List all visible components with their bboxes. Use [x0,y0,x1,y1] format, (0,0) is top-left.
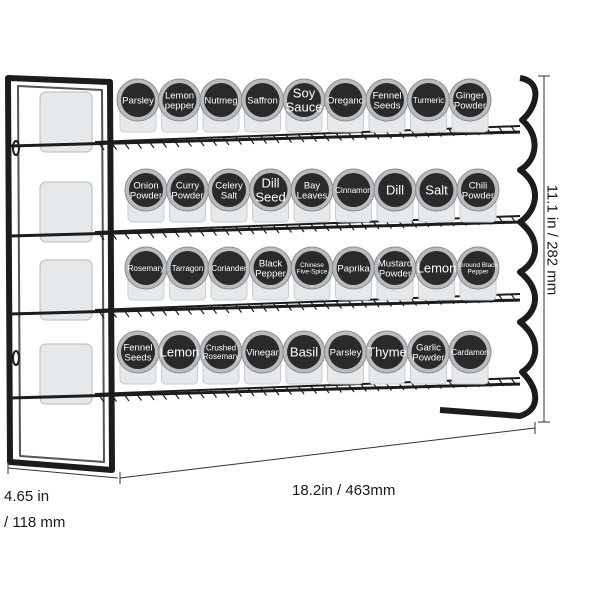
dimension-depth-label: 4.65 in [4,488,50,505]
spice-jar: Parsley [116,78,160,133]
jar-label: Basil [290,345,318,360]
spice-jar: Lemon [415,246,458,301]
jar-label: Vinegar [246,347,279,358]
side-jar-glass [39,181,93,243]
dimension-lines [7,75,550,484]
shelf-row-4 [9,377,521,403]
jar-label: Paprika [337,263,370,274]
spice-jar: Salt [415,168,458,223]
jar-label: Saffron [247,95,277,106]
spice-jar: Basil [282,330,326,385]
jar-label: Lemon [160,345,200,360]
spice-jar: Oregano [324,78,367,133]
dimension-width-label: 18.2in / 463mm [292,482,396,499]
spice-jar: Vinegar [241,330,284,385]
spice-jar: Cardamon [448,330,492,385]
jar-label: Rosemary [128,264,164,273]
jar-label: Cardamon [451,348,488,357]
rack-frame [5,75,539,473]
spice-jar: Tarragon [166,246,209,301]
spice-jar: Saffron [241,78,284,133]
spice-jar: Cinnamon [332,168,375,223]
jar-label: Oregano [327,95,364,106]
spice-jar: Coriander [207,246,251,301]
spice-jar: Rosemary [124,246,168,301]
jar-label: Dill [386,183,404,198]
side-jar-glass [39,343,93,405]
dimension-depth-metric-label: / 118 mm [4,514,66,531]
spice-jar: Lemon [158,330,201,385]
spice-jar: Nutmeg [199,78,243,133]
side-jar-glass [39,259,93,321]
jar-label: Nutmeg [204,95,237,106]
jar-label: Cinnamon [335,186,371,195]
spice-jar: Turmeric [407,78,450,133]
mounting-holes [12,140,20,366]
spice-jar: Parsley [324,330,367,385]
jar-label: Thyme [367,345,407,360]
spice-jar: Dill [373,168,417,223]
jar-label: Tarragon [172,264,204,273]
jar-label: Parsley [330,347,362,358]
spice-jar: Thyme [365,330,409,385]
spice-jar: Paprika [332,246,375,301]
jar-label: Salt [425,183,448,198]
jar-label: Turmeric [413,96,444,105]
side-jar-glass [39,91,93,153]
jar-label: Lemon [417,261,457,276]
jar-label: Parsley [122,95,154,106]
dimension-height-label: 11.1 in / 282 mm [543,184,561,296]
jar-label: Coriander [211,264,246,273]
